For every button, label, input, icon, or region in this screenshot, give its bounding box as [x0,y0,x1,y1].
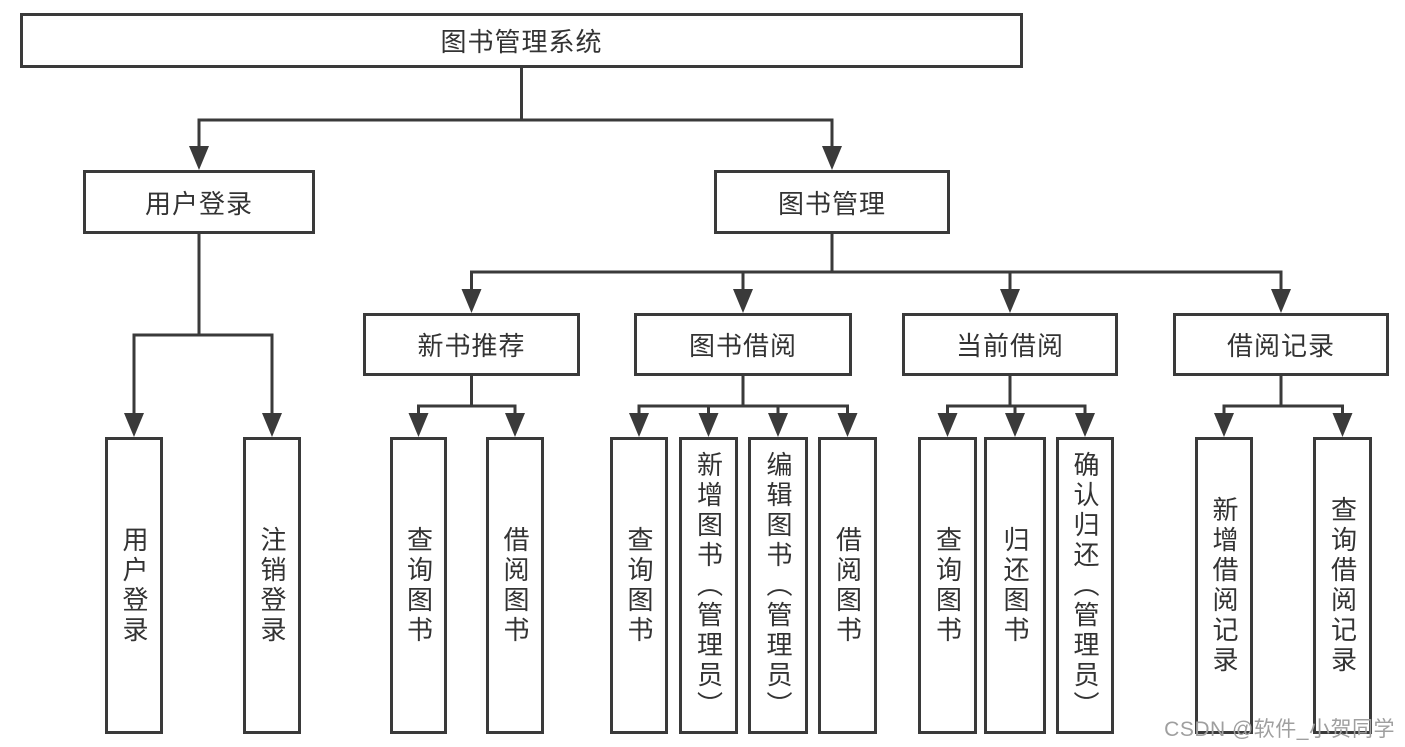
node-leaf-user-login: 用户登录 [105,437,163,734]
node-label-root: 图书管理系统 [440,27,603,57]
node-label-leaf-bb-edit-book: 编辑图书（管理员） [763,450,793,721]
arrowhead-icon [837,413,858,437]
arrowhead-icon [733,289,753,313]
node-label-book-management: 图书管理 [777,188,886,219]
watermark: CSDN @软件_小贺同学 [1164,718,1395,741]
node-borrow-record: 借阅记录 [1173,313,1389,376]
node-leaf-cb-return-book: 归还图书 [984,437,1046,734]
node-leaf-rec-borrow-book: 借阅图书 [486,437,544,734]
node-leaf-bb-borrow-book: 借阅图书 [818,437,877,734]
node-label-leaf-bb-query-book: 查询图书 [624,525,654,646]
node-leaf-logout: 注销登录 [243,437,301,734]
node-label-book-borrow: 图书借阅 [688,331,797,361]
node-label-new-book-recommend: 新书推荐 [417,331,526,361]
arrowhead-icon [822,146,842,170]
node-root: 图书管理系统 [20,13,1023,68]
node-label-borrow-record: 借阅记录 [1226,331,1335,361]
node-label-leaf-br-query-record: 查询借阅记录 [1327,495,1358,676]
arrowhead-icon [1214,413,1234,437]
node-label-leaf-br-add-record: 新增借阅记录 [1209,495,1239,676]
node-leaf-br-query-record: 查询借阅记录 [1313,437,1372,734]
arrowhead-icon [505,413,525,437]
arrowhead-icon [408,413,429,437]
arrowhead-icon [124,413,144,437]
arrowhead-icon [1005,413,1025,437]
arrowhead-icon [461,289,482,313]
node-label-leaf-logout: 注销登录 [257,525,287,646]
node-leaf-cb-query-book: 查询图书 [918,437,977,734]
arrowhead-icon [629,413,649,437]
node-label-user-login: 用户登录 [144,188,253,219]
node-leaf-bb-query-book: 查询图书 [610,437,668,734]
node-leaf-cb-confirm-return: 确认归还（管理员） [1056,437,1114,734]
node-label-leaf-bb-borrow-book: 借阅图书 [832,525,863,646]
node-label-leaf-rec-borrow-book: 借阅图书 [500,525,530,646]
node-book-management: 图书管理 [714,170,950,234]
arrowhead-icon [768,413,788,437]
node-current-borrow: 当前借阅 [902,313,1118,376]
arrowhead-icon [189,146,209,170]
node-leaf-bb-add-book: 新增图书（管理员） [679,437,738,734]
arrowhead-icon [1332,413,1353,437]
node-label-current-borrow: 当前借阅 [955,331,1064,361]
node-book-borrow: 图书借阅 [634,313,852,376]
node-leaf-br-add-record: 新增借阅记录 [1195,437,1253,734]
node-label-leaf-cb-return-book: 归还图书 [1000,525,1030,646]
node-label-leaf-bb-add-book: 新增图书（管理员） [693,450,724,721]
arrowhead-icon [1271,289,1291,313]
node-label-leaf-rec-query-book: 查询图书 [403,525,434,646]
node-label-leaf-cb-query-book: 查询图书 [932,525,963,646]
arrowhead-icon [698,413,719,437]
node-new-book-recommend: 新书推荐 [363,313,580,376]
arrowhead-icon [1000,289,1020,313]
arrowhead-icon [937,413,958,437]
node-user-login: 用户登录 [83,170,315,234]
node-leaf-bb-edit-book: 编辑图书（管理员） [748,437,808,734]
node-label-leaf-user-login: 用户登录 [119,525,149,646]
arrowhead-icon [1075,413,1095,437]
arrowhead-icon [262,413,282,437]
node-label-leaf-cb-confirm-return: 确认归还（管理员） [1070,450,1100,721]
node-leaf-rec-query-book: 查询图书 [390,437,447,734]
